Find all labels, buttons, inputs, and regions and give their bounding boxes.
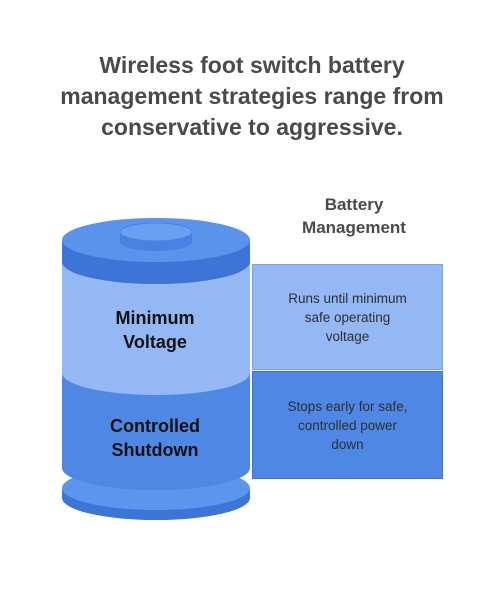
description-line-1: Runs until minimum [288,290,407,306]
description-panel-controlled-shutdown: Stops early for safe, controlled power d… [252,371,443,479]
title-line-3: conservative to aggressive. [101,114,403,140]
segment-label-line-1: Controlled [110,416,200,436]
description-line-1: Stops early for safe, [287,398,408,414]
diagram-title: Wireless foot switch battery management … [20,50,484,143]
column-header-line-1: Battery [324,195,384,214]
title-line-2: management strategies range from [60,83,444,109]
column-header-line-2: Management [302,218,406,237]
description-text: Stops early for safe, controlled power d… [268,397,428,454]
description-text: Runs until minimum safe operating voltag… [268,289,428,346]
description-panel-minimum-voltage: Runs until minimum safe operating voltag… [252,264,443,370]
description-line-2: controlled power [297,417,398,433]
description-line-2: safe operating [304,309,391,325]
description-line-3: down [331,436,364,452]
segment-label-line-2: Shutdown [111,440,199,460]
description-line-3: voltage [325,328,370,344]
battery-lower-body [62,373,250,490]
segment-label-line-1: Minimum [115,308,195,328]
battery-upper-body [62,262,250,395]
battery-terminal-top [119,222,193,242]
segment-label-minimum-voltage: Minimum Voltage [60,306,250,354]
title-line-1: Wireless foot switch battery [99,52,405,78]
column-header: Battery Management [264,193,444,239]
segment-label-controlled-shutdown: Controlled Shutdown [60,414,250,462]
segment-label-line-2: Voltage [123,332,187,352]
